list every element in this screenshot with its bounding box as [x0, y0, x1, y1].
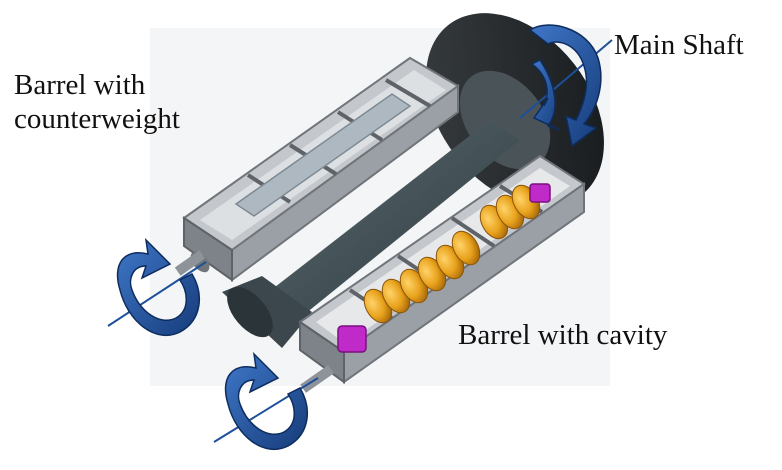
rf-coupler — [337, 183, 551, 353]
rotation-arrow-cavity-barrel — [224, 351, 308, 451]
barrel-counterweight — [174, 56, 460, 282]
label-barrel-counterweight-line2: counterweight — [14, 103, 180, 135]
label-barrel-counterweight-line1: Barrel with — [14, 69, 146, 101]
label-main-shaft: Main Shaft — [614, 29, 744, 61]
rotation-arrow-main-shaft — [528, 24, 602, 148]
rotation-arrow-counterweight-barrel — [116, 237, 200, 337]
main-shaft — [222, 120, 520, 348]
barrel-cavity — [298, 154, 586, 393]
cavity-cells — [363, 184, 541, 324]
label-barrel-counterweight: Barrel with counterweight — [14, 68, 180, 136]
label-barrel-cavity: Barrel with cavity — [458, 319, 668, 351]
